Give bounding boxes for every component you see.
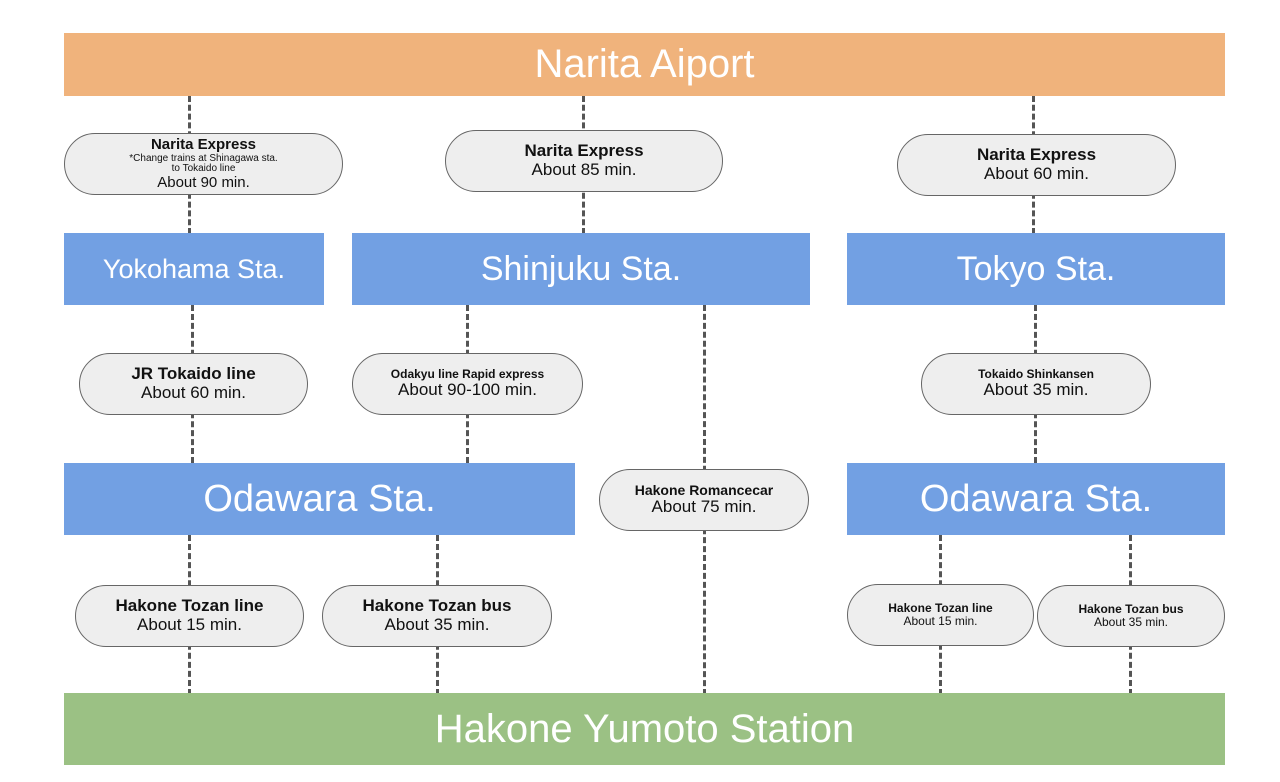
shinjuku-station: Shinjuku Sta. — [352, 233, 810, 305]
route-title: Hakone Tozan bus — [362, 596, 512, 616]
route-duration: About 15 min. — [903, 614, 978, 628]
yokohama-station: Yokohama Sta. — [64, 233, 324, 305]
route-title: Odakyu line Rapid express — [390, 367, 545, 382]
route-note: *Change trains at Shinagawa sta. to Toka… — [129, 152, 278, 174]
route-duration: About 85 min. — [531, 160, 637, 179]
route-hakone-romancecar: Hakone Romancecar About 75 min. — [599, 469, 809, 531]
route-title: Narita Express — [976, 145, 1097, 165]
route-hakone-tozan-bus-right: Hakone Tozan bus About 35 min. — [1037, 585, 1225, 647]
route-duration: About 35 min. — [983, 380, 1089, 400]
route-tokaido-shinkansen: Tokaido Shinkansen About 35 min. — [921, 353, 1151, 415]
route-jr-tokaido-line: JR Tokaido line About 60 min. — [79, 353, 308, 415]
station-label: Tokyo Sta. — [956, 249, 1116, 288]
station-label: Yokohama Sta. — [102, 253, 286, 284]
route-title: JR Tokaido line — [131, 364, 256, 384]
route-title: Hakone Tozan line — [115, 596, 264, 616]
station-label: Odawara Sta. — [203, 477, 436, 520]
route-title: Hakone Tozan line — [888, 600, 993, 615]
route-duration: About 15 min. — [137, 615, 242, 634]
route-odakyu-rapid-express: Odakyu line Rapid express About 90-100 m… — [352, 353, 583, 415]
route-title: Narita Express — [524, 141, 644, 161]
route-narita-express-tokyo: Narita Express About 60 min. — [897, 134, 1176, 196]
route-duration: About 75 min. — [651, 497, 757, 517]
route-narita-express-shinjuku: Narita Express About 85 min. — [445, 130, 723, 192]
route-duration: About 35 min. — [1093, 615, 1169, 629]
station-label: Shinjuku Sta. — [480, 249, 682, 288]
route-title: Narita Express — [150, 136, 257, 153]
route-hakone-tozan-line-right: Hakone Tozan line About 15 min. — [847, 584, 1034, 646]
narita-airport-label: Narita Aiport — [534, 42, 755, 86]
hakone-yumoto-bar: Hakone Yumoto Station — [64, 693, 1225, 765]
route-title: Tokaido Shinkansen — [978, 367, 1094, 382]
route-narita-express-yokohama: Narita Express *Change trains at Shinaga… — [64, 133, 343, 195]
route-duration: About 60 min. — [141, 383, 246, 402]
route-duration: About 35 min. — [384, 615, 490, 634]
odawara-station-left: Odawara Sta. — [64, 463, 575, 535]
station-label: Odawara Sta. — [919, 477, 1153, 520]
route-title: Hakone Romancecar — [634, 481, 774, 498]
tokyo-station: Tokyo Sta. — [847, 233, 1225, 305]
route-hakone-tozan-line-left: Hakone Tozan line About 15 min. — [75, 585, 304, 647]
route-duration: About 90-100 min. — [398, 380, 537, 400]
route-duration: About 60 min. — [984, 164, 1089, 183]
route-hakone-tozan-bus-left: Hakone Tozan bus About 35 min. — [322, 585, 552, 647]
route-duration: About 90 min. — [157, 173, 250, 191]
hakone-yumoto-label: Hakone Yumoto Station — [434, 706, 855, 751]
route-title: Hakone Tozan bus — [1078, 601, 1184, 616]
narita-airport-bar: Narita Aiport — [64, 33, 1225, 96]
odawara-station-right: Odawara Sta. — [847, 463, 1225, 535]
